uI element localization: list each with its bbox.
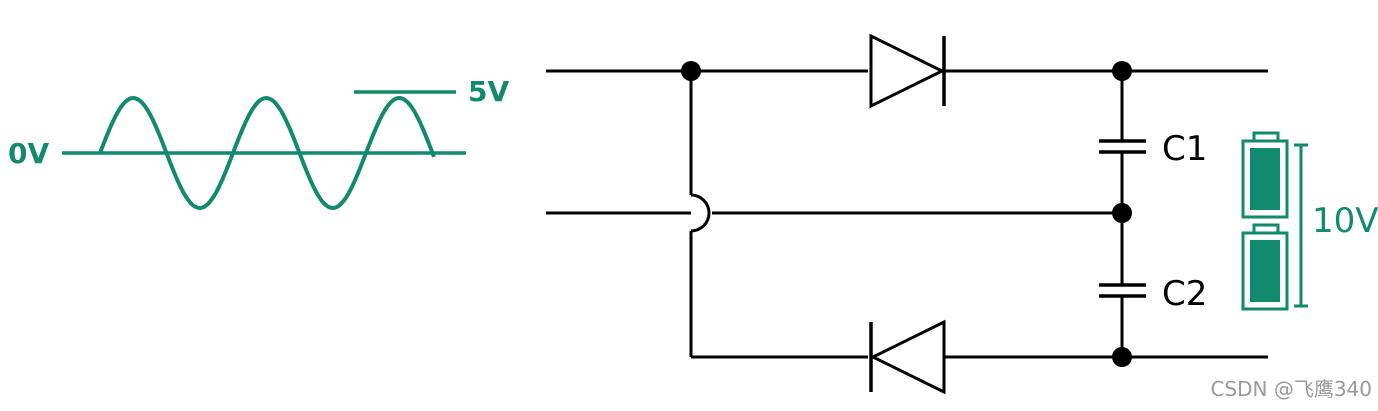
diode-bottom-triangle <box>869 319 946 395</box>
battery-stack: 10V <box>1241 131 1378 311</box>
battery-top-fill <box>1250 148 1280 210</box>
input-waveform: 0V 5V <box>8 75 509 211</box>
diode-top <box>869 33 946 109</box>
junction-top-left <box>681 61 701 81</box>
capacitor-c1-label: C1 <box>1162 129 1207 169</box>
battery-bottom-fill <box>1250 240 1280 302</box>
battery-cell-bottom <box>1241 223 1289 311</box>
diode-top-triangle <box>869 33 946 109</box>
capacitor-c2-label: C2 <box>1162 274 1207 314</box>
sine-wave <box>98 95 436 211</box>
junctions <box>681 61 1132 367</box>
junction-bottom-right <box>1112 347 1132 367</box>
crossover-hop <box>690 193 711 233</box>
voltage-span-bracket <box>1294 143 1308 308</box>
total-voltage-label: 10V <box>1312 201 1378 241</box>
peak-volt-label: 5V <box>468 75 509 108</box>
junction-middle-right <box>1112 203 1132 223</box>
battery-cell-top <box>1241 131 1289 219</box>
circuit <box>546 69 1268 359</box>
junction-top-right <box>1112 61 1132 81</box>
capacitor-c2 <box>1099 283 1146 298</box>
csdn-watermark: CSDN @飞鹰340 <box>1210 377 1372 401</box>
capacitor-c1 <box>1099 139 1146 154</box>
diode-bottom <box>869 319 946 395</box>
zero-volt-label: 0V <box>8 137 49 170</box>
